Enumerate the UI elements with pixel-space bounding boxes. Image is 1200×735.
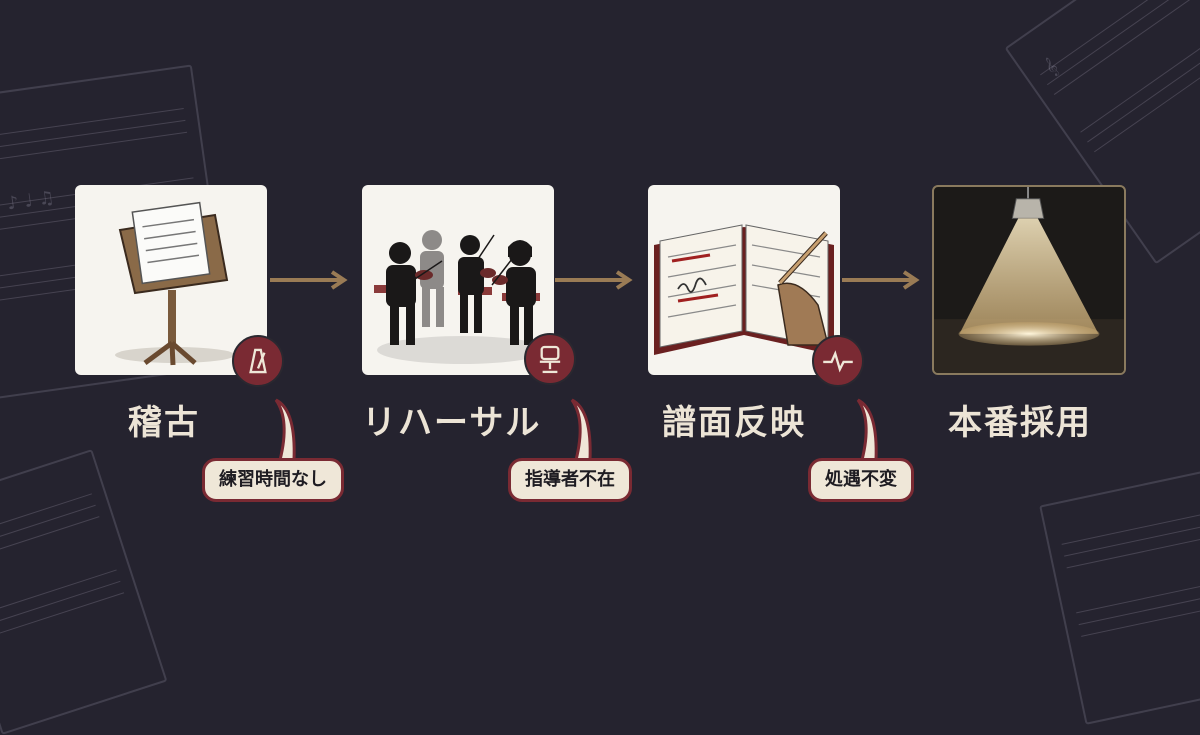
- step-tag-1: 練習時間なし: [202, 458, 344, 502]
- music-stand-illustration: [75, 185, 267, 375]
- tag-tail: [856, 398, 878, 462]
- step-tag-3: 処遇不変: [808, 458, 914, 502]
- flow-arrow: [555, 270, 633, 290]
- background-sheet-music: [1039, 459, 1200, 725]
- background-sheet-music: [0, 449, 168, 735]
- flow-arrow: [270, 270, 348, 290]
- tag-tail: [274, 398, 296, 462]
- flow-arrow: [842, 270, 920, 290]
- pulse-icon: [812, 335, 864, 387]
- metronome-icon: [232, 335, 284, 387]
- spotlight-stage-illustration: [932, 185, 1126, 375]
- string-quartet-illustration: [362, 185, 554, 375]
- chair-icon: [524, 333, 576, 385]
- step-label-1: 稽古: [128, 403, 200, 443]
- step-label-2: リハーサル: [362, 403, 542, 443]
- step-label-4: 本番採用: [948, 403, 1092, 443]
- annotated-score-illustration: [648, 185, 840, 375]
- step-tag-2: 指導者不在: [508, 458, 632, 502]
- step-label-3: 譜面反映: [662, 403, 806, 443]
- tag-tail: [570, 398, 592, 462]
